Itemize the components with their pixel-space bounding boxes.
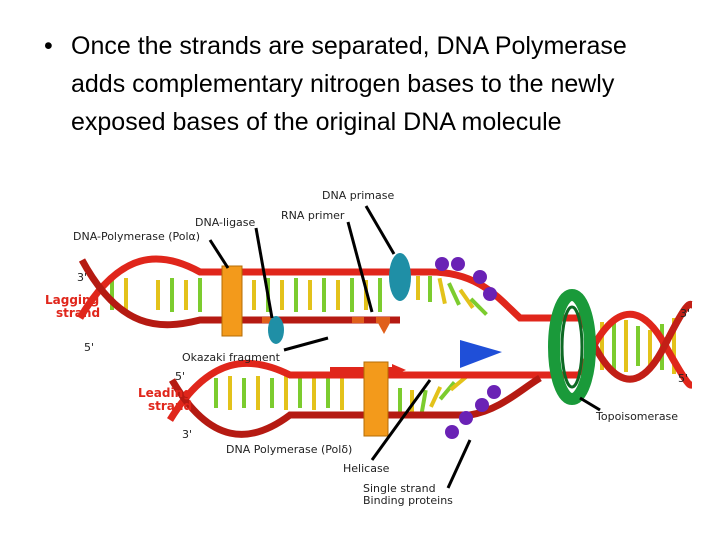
label-parent-3prime: 3' [680, 307, 690, 320]
topoisomerase-ring [548, 289, 596, 405]
label-parent-5prime: 5' [678, 372, 688, 385]
label-lagging-strand-2: strand [56, 306, 100, 320]
pointer-lines [208, 205, 601, 489]
label-rna-primer: RNA primer [281, 209, 345, 222]
label-leading-strand-2: strand [148, 399, 192, 413]
bullet-item: • Once the strands are separated, DNA Po… [44, 27, 684, 141]
ligase-shape [268, 316, 284, 344]
polymerase-delta-shape [363, 361, 389, 437]
helicase-shape [460, 340, 502, 368]
label-leading-strand-1: Leading [138, 386, 192, 400]
lagging-base-pairs [110, 278, 382, 312]
label-polymerase-alpha: DNA-Polymerase (Polα) [73, 230, 200, 243]
leading-arrowhead [392, 364, 406, 376]
lagging-arm [76, 253, 580, 344]
slide-bullet-list: • Once the strands are separated, DNA Po… [44, 27, 684, 141]
label-lagging-strand-1: Lagging [45, 293, 99, 307]
label-dna-ligase: DNA-ligase [195, 216, 256, 229]
label-okazaki-fragment: Okazaki fragment [182, 351, 281, 364]
bullet-text: Once the strands are separated, DNA Poly… [71, 32, 627, 136]
label-leading-5prime: 5' [175, 370, 185, 383]
label-topoisomerase: Topoisomerase [595, 410, 678, 423]
polymerase-alpha-shape [221, 265, 243, 337]
primase-shape [389, 253, 411, 301]
label-leading-3prime: 3' [182, 428, 192, 441]
label-ssb-1: Single strand [363, 482, 436, 495]
bullet-dot: • [44, 32, 53, 60]
label-dna-primase: DNA primase [322, 189, 394, 202]
label-helicase: Helicase [343, 462, 390, 475]
label-ssb-2: Binding proteins [363, 494, 453, 507]
leading-arm [167, 257, 580, 439]
parent-dna-helix [576, 300, 694, 389]
label-polymerase-delta: DNA Polymerase (Polδ) [226, 443, 352, 456]
ssb-proteins [435, 257, 501, 439]
leading-base-pairs [214, 374, 469, 413]
label-lagging-3prime: 3' [77, 271, 87, 284]
label-lagging-5prime: 5' [84, 341, 94, 354]
lagging-exposed-bases [416, 276, 488, 316]
